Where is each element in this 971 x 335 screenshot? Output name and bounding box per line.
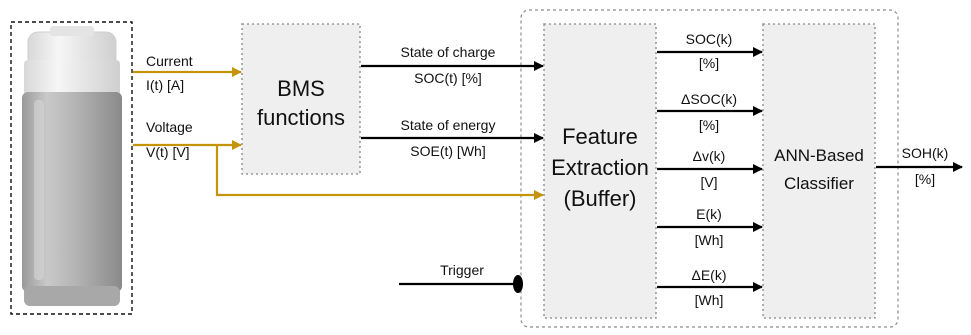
soh-name-label: SOH(k) bbox=[902, 145, 949, 161]
processing-unit-frame bbox=[520, 9, 899, 328]
current-signal-label: I(t) [A] bbox=[146, 77, 184, 93]
classifier-box bbox=[762, 23, 876, 319]
feature-soc-unit-label: [%] bbox=[699, 55, 719, 71]
feature-energy-name-label: E(k) bbox=[696, 206, 722, 222]
battery-frame bbox=[10, 21, 133, 315]
state-of-charge-signal: State of charge SOC(t) [%] bbox=[361, 44, 544, 86]
voltage-signal-label: V(t) [V] bbox=[146, 144, 190, 160]
classifier-line1: ANN-Based bbox=[774, 146, 864, 165]
bms-title-line1: BMS bbox=[277, 76, 325, 101]
state-of-energy-signal: State of energy SOE(t) [Wh] bbox=[361, 117, 544, 159]
state-of-energy-name-label: State of energy bbox=[401, 117, 496, 133]
classifier-block: ANN-Based Classifier bbox=[762, 23, 876, 319]
feature-extraction-line1: Feature bbox=[562, 124, 638, 149]
battery-upper-shell bbox=[24, 60, 120, 96]
bms-title-line2: functions bbox=[257, 105, 345, 130]
feature-soc-name-label: SOC(k) bbox=[686, 31, 733, 47]
feature-delta-v-unit-label: [V] bbox=[700, 174, 717, 190]
feature-extraction-line2: Extraction bbox=[551, 155, 649, 180]
classifier-line2: Classifier bbox=[784, 174, 854, 193]
feature-delta-energy: ΔE(k) [Wh] bbox=[657, 267, 763, 308]
bms-functions-block: BMS functions bbox=[241, 23, 361, 175]
feature-energy: E(k) [Wh] bbox=[657, 206, 763, 248]
state-of-energy-signal-label: SOE(t) [Wh] bbox=[410, 143, 485, 159]
battery-illustration bbox=[10, 21, 133, 315]
battery-terminal bbox=[50, 26, 94, 36]
feature-delta-soc-unit-label: [%] bbox=[699, 117, 719, 133]
feature-delta-v-name-label: Δv(k) bbox=[693, 148, 726, 164]
feature-energy-unit-label: [Wh] bbox=[695, 232, 724, 248]
feature-delta-soc: ΔSOC(k) [%] bbox=[657, 91, 763, 133]
current-signal: Current I(t) [A] bbox=[133, 53, 242, 93]
feature-extraction-block: Feature Extraction (Buffer) bbox=[543, 23, 657, 319]
feature-delta-energy-unit-label: [Wh] bbox=[695, 292, 724, 308]
voltage-signal: Voltage V(t) [V] bbox=[133, 119, 544, 200]
feature-delta-soc-name-label: ΔSOC(k) bbox=[681, 91, 737, 107]
soh-unit-label: [%] bbox=[915, 171, 935, 187]
trigger-connector-icon bbox=[513, 275, 523, 293]
state-of-charge-signal-label: SOC(t) [%] bbox=[414, 70, 482, 86]
feature-extraction-line3: (Buffer) bbox=[564, 186, 637, 211]
voltage-name-label: Voltage bbox=[146, 119, 193, 135]
bms-functions-box bbox=[241, 23, 361, 175]
trigger-signal: Trigger bbox=[399, 262, 523, 293]
feature-delta-v: Δv(k) [V] bbox=[657, 148, 763, 190]
battery-highlight bbox=[34, 100, 44, 280]
feature-extraction-box bbox=[543, 23, 657, 319]
voltage-branch-arrow bbox=[215, 145, 544, 200]
feature-delta-energy-name-label: ΔE(k) bbox=[691, 267, 726, 283]
soh-output: SOH(k) [%] bbox=[876, 145, 963, 187]
state-of-charge-name-label: State of charge bbox=[401, 44, 496, 60]
battery-body bbox=[22, 92, 122, 292]
battery-bottom bbox=[24, 286, 120, 306]
trigger-label: Trigger bbox=[440, 262, 484, 278]
current-name-label: Current bbox=[146, 53, 193, 69]
feature-soc: SOC(k) [%] bbox=[657, 31, 763, 71]
